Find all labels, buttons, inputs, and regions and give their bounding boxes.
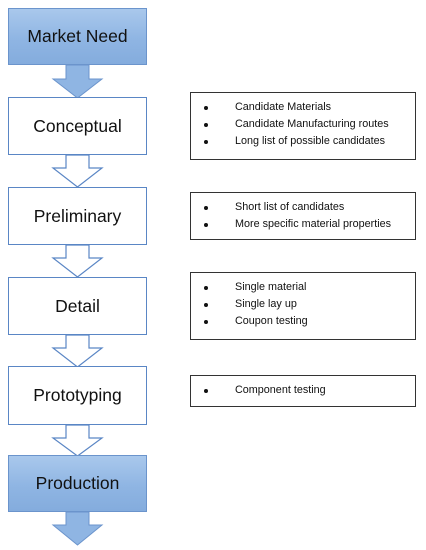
arrow-down-icon: [51, 424, 104, 457]
stage-label: Market Need: [27, 26, 128, 46]
note-list: Single material Single lay up Coupon tes…: [201, 279, 409, 330]
note-item: Long list of possible candidates: [201, 133, 409, 150]
note-item: Single lay up: [201, 296, 409, 313]
note-item: Component testing: [201, 382, 409, 399]
note-item: Candidate Materials: [201, 99, 409, 116]
stage-label: Detail: [55, 295, 100, 316]
arrow-down-icon: [51, 511, 104, 546]
note-detail: Single material Single lay up Coupon tes…: [190, 272, 416, 340]
stage-production: Production: [8, 455, 147, 512]
note-prototyping: Component testing: [190, 375, 416, 407]
arrow-down-icon: [51, 244, 104, 278]
note-conceptual: Candidate Materials Candidate Manufactur…: [190, 92, 416, 160]
note-list: Component testing: [201, 382, 409, 399]
note-list: Short list of candidates More specific m…: [201, 199, 409, 233]
stage-preliminary: Preliminary: [8, 187, 147, 245]
note-item: More specific material properties: [201, 216, 409, 233]
stage-label: Conceptual: [33, 115, 122, 136]
stage-prototyping: Prototyping: [8, 366, 147, 425]
note-item: Short list of candidates: [201, 199, 409, 216]
note-item: Coupon testing: [201, 313, 409, 330]
arrow-down-icon: [51, 334, 104, 368]
note-item: Candidate Manufacturing routes: [201, 116, 409, 133]
note-item: Single material: [201, 279, 409, 296]
note-list: Candidate Materials Candidate Manufactur…: [201, 99, 409, 150]
stage-market-need: Market Need: [8, 8, 147, 65]
stage-label: Prototyping: [33, 385, 122, 405]
stage-detail: Detail: [8, 277, 147, 335]
stage-label: Preliminary: [33, 205, 122, 226]
stage-label: Production: [35, 473, 120, 493]
note-preliminary: Short list of candidates More specific m…: [190, 192, 416, 240]
stage-conceptual: Conceptual: [8, 97, 147, 155]
arrow-down-icon: [51, 154, 104, 188]
arrow-down-icon: [51, 64, 104, 99]
